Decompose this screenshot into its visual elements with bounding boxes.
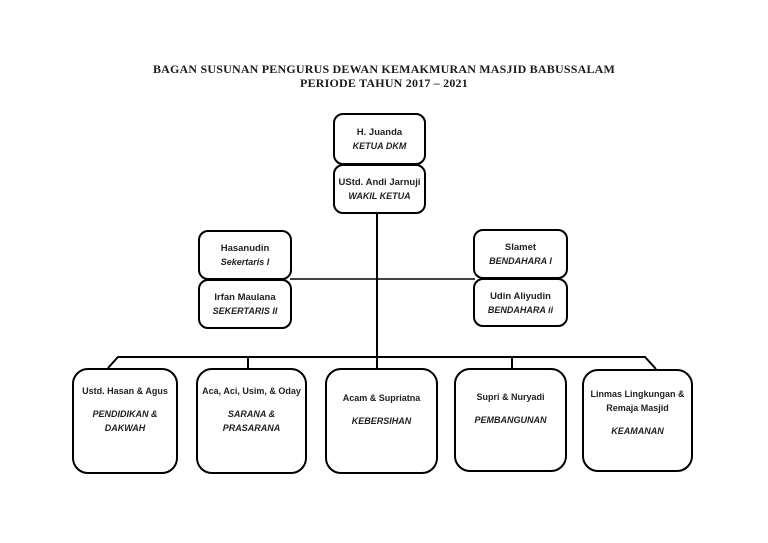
org-node-keamanan: Linmas Lingkungan & Remaja Masjid KEAMAN… <box>582 369 693 472</box>
node-name: Ustd. Hasan & Agus <box>82 385 168 396</box>
node-role: BENDAHARA ii <box>487 304 554 315</box>
node-name: Slamet <box>504 242 537 253</box>
node-role: WAKIL KETUA <box>348 191 411 201</box>
node-role: Sekertaris I <box>220 257 270 267</box>
node-name: Supri & Nuryadi <box>476 391 545 402</box>
org-node-pembangunan: Supri & Nuryadi PEMBANGUNAN <box>454 368 567 472</box>
org-node-bendahara-2: Udin Aliyudin BENDAHARA ii <box>473 278 568 327</box>
node-name: UStd. Andi Jarnuji <box>338 177 421 188</box>
node-role: KETUA DKM <box>352 141 407 151</box>
node-role: KEBERSIHAN <box>351 415 412 426</box>
org-node-sarana-prasarana: Aca, Aci, Usim, & Oday SARANA & PRASARAN… <box>196 368 307 474</box>
node-role: SARANA & PRASARANA <box>222 408 281 433</box>
org-node-sekertaris-2: Irfan Maulana SEKERTARIS II <box>198 279 292 329</box>
node-name: Hasanudin <box>220 243 270 254</box>
org-node-ketua: H. Juanda KETUA DKM <box>333 113 426 165</box>
org-node-sekertaris-1: Hasanudin Sekertaris I <box>198 230 292 280</box>
page-title-line1: BAGAN SUSUNAN PENGURUS DEWAN KEMAKMURAN … <box>152 62 616 76</box>
node-role: PENDIDIKAN & DAKWAH <box>92 408 158 433</box>
node-name: Aca, Aci, Usim, & Oday <box>202 385 301 396</box>
org-node-wakil-ketua: UStd. Andi Jarnuji WAKIL KETUA <box>333 164 426 214</box>
org-node-pendidikan-dakwah: Ustd. Hasan & Agus PENDIDIKAN & DAKWAH <box>72 368 178 474</box>
node-name: H. Juanda <box>356 127 403 138</box>
node-name: Acam & Supriatna <box>342 392 421 403</box>
page-title: BAGAN SUSUNAN PENGURUS DEWAN KEMAKMURAN … <box>0 62 768 90</box>
node-name: Irfan Maulana <box>214 292 276 303</box>
node-role: SEKERTARIS II <box>212 306 278 316</box>
node-role: KEAMANAN <box>611 426 664 436</box>
node-role: BENDAHARA I <box>489 256 552 266</box>
node-role: PEMBANGUNAN <box>474 414 547 425</box>
node-name: Linmas Lingkungan & Remaja Masjid <box>590 389 685 413</box>
page-title-line2: PERIODE TAHUN 2017 – 2021 <box>300 76 468 90</box>
node-name: Udin Aliyudin <box>490 290 551 302</box>
org-node-bendahara-1: Slamet BENDAHARA I <box>473 229 568 279</box>
org-node-kebersihan: Acam & Supriatna KEBERSIHAN <box>325 368 438 474</box>
